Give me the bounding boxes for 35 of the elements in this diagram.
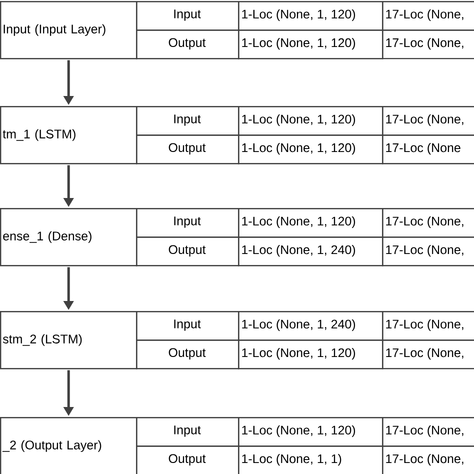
table-cell: 17-Loc (None, (382, 236, 474, 266)
layer-cell: Input (Input Layer) (0, 1, 138, 60)
table-cell: 1-Loc (None, 1, 120) (238, 340, 384, 370)
table-cell: Input (136, 311, 240, 341)
table-cell: Input (136, 106, 240, 136)
table-cell: 1-Loc (None, 1, 120) (238, 30, 384, 60)
table-cell: Output (136, 30, 240, 60)
table-cell: 1-Loc (None, 1, 240) (238, 236, 384, 266)
table-cell: Input (136, 1, 240, 31)
table-cell: 1-Loc (None, 1, 120) (238, 1, 384, 31)
table-cell: 17-Loc (None, (382, 340, 474, 370)
table-cell: 1-Loc (None, 1, 1) (238, 446, 384, 474)
table-cell: 1-Loc (None, 1, 240) (238, 311, 384, 341)
table-cell: Output (136, 236, 240, 266)
table-cell: Output (136, 340, 240, 370)
layer-cell: stm_2 (LSTM) (0, 311, 138, 370)
table-cell: 17-Loc (None, (382, 208, 474, 238)
table-cell: 1-Loc (None, 1, 120) (238, 134, 384, 164)
table-cell: 17-Loc (None, (382, 417, 474, 447)
table-cell: Input (136, 417, 240, 447)
table-cell: 17-Loc (None, (382, 1, 474, 31)
table-cell: Input (136, 208, 240, 238)
table-cell: 17-Loc (None, (382, 446, 474, 474)
table-cell: Output (136, 134, 240, 164)
table-cell: 17-Loc (None, (382, 311, 474, 341)
table-cell: Output (136, 446, 240, 474)
table-cell: 1-Loc (None, 1, 120) (238, 106, 384, 136)
layer-cell: _2 (Output Layer) (0, 417, 138, 474)
layer-cell: ense_1 (Dense) (0, 208, 138, 266)
table-cell: 1-Loc (None, 1, 120) (238, 417, 384, 447)
table-cell: 1-Loc (None, 1, 120) (238, 208, 384, 238)
table-cell: 17-Loc (None, (382, 106, 474, 136)
table-cell: 17-Loc (None (382, 134, 474, 164)
table-cell: 17-Loc (None, (382, 30, 474, 60)
layer-cell: tm_1 (LSTM) (0, 106, 138, 164)
